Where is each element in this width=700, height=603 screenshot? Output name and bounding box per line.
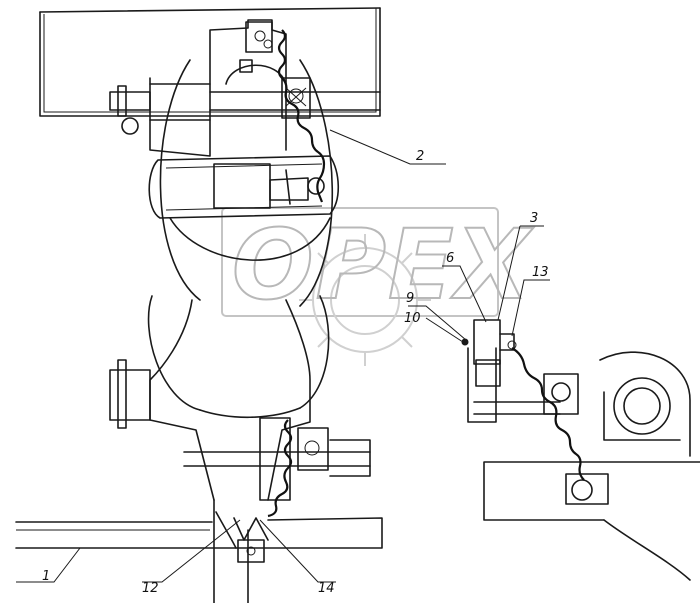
leader-6 xyxy=(442,265,487,323)
callout-14: 14 xyxy=(318,581,335,596)
callout-2: 2 xyxy=(416,149,424,164)
leader-1 xyxy=(16,547,81,583)
watermark-frame xyxy=(221,207,499,317)
callout-6: 6 xyxy=(446,251,454,266)
lower-rail xyxy=(15,511,383,563)
leader-9 xyxy=(408,305,467,341)
callout-1: 1 xyxy=(42,569,50,584)
leader-14 xyxy=(259,519,336,583)
callout-12: 12 xyxy=(142,581,159,596)
wire-right xyxy=(511,347,585,481)
leader-3 xyxy=(497,225,544,321)
leader-12 xyxy=(142,519,241,583)
middle-housing xyxy=(148,155,340,261)
callout-labels: 2 3 6 13 9 10 1 12 14 xyxy=(42,149,549,596)
callout-10: 10 xyxy=(404,311,421,326)
wire-lower xyxy=(267,419,293,518)
wire-harness xyxy=(267,29,585,518)
right-bracket xyxy=(461,319,700,581)
leader-lines xyxy=(16,129,550,583)
callout-9: 9 xyxy=(406,291,414,306)
large-arc xyxy=(147,59,334,419)
wire-upper xyxy=(277,29,326,203)
lower-column xyxy=(109,299,371,603)
leader-10 xyxy=(425,317,467,345)
leader-2 xyxy=(329,129,446,165)
watermark-text: OPEX xyxy=(232,209,534,321)
leader-13 xyxy=(511,279,550,337)
callout-3: 3 xyxy=(530,211,538,226)
watermark: OPEX xyxy=(221,207,534,366)
callout-13: 13 xyxy=(532,265,549,280)
upper-gearbox xyxy=(109,19,381,157)
